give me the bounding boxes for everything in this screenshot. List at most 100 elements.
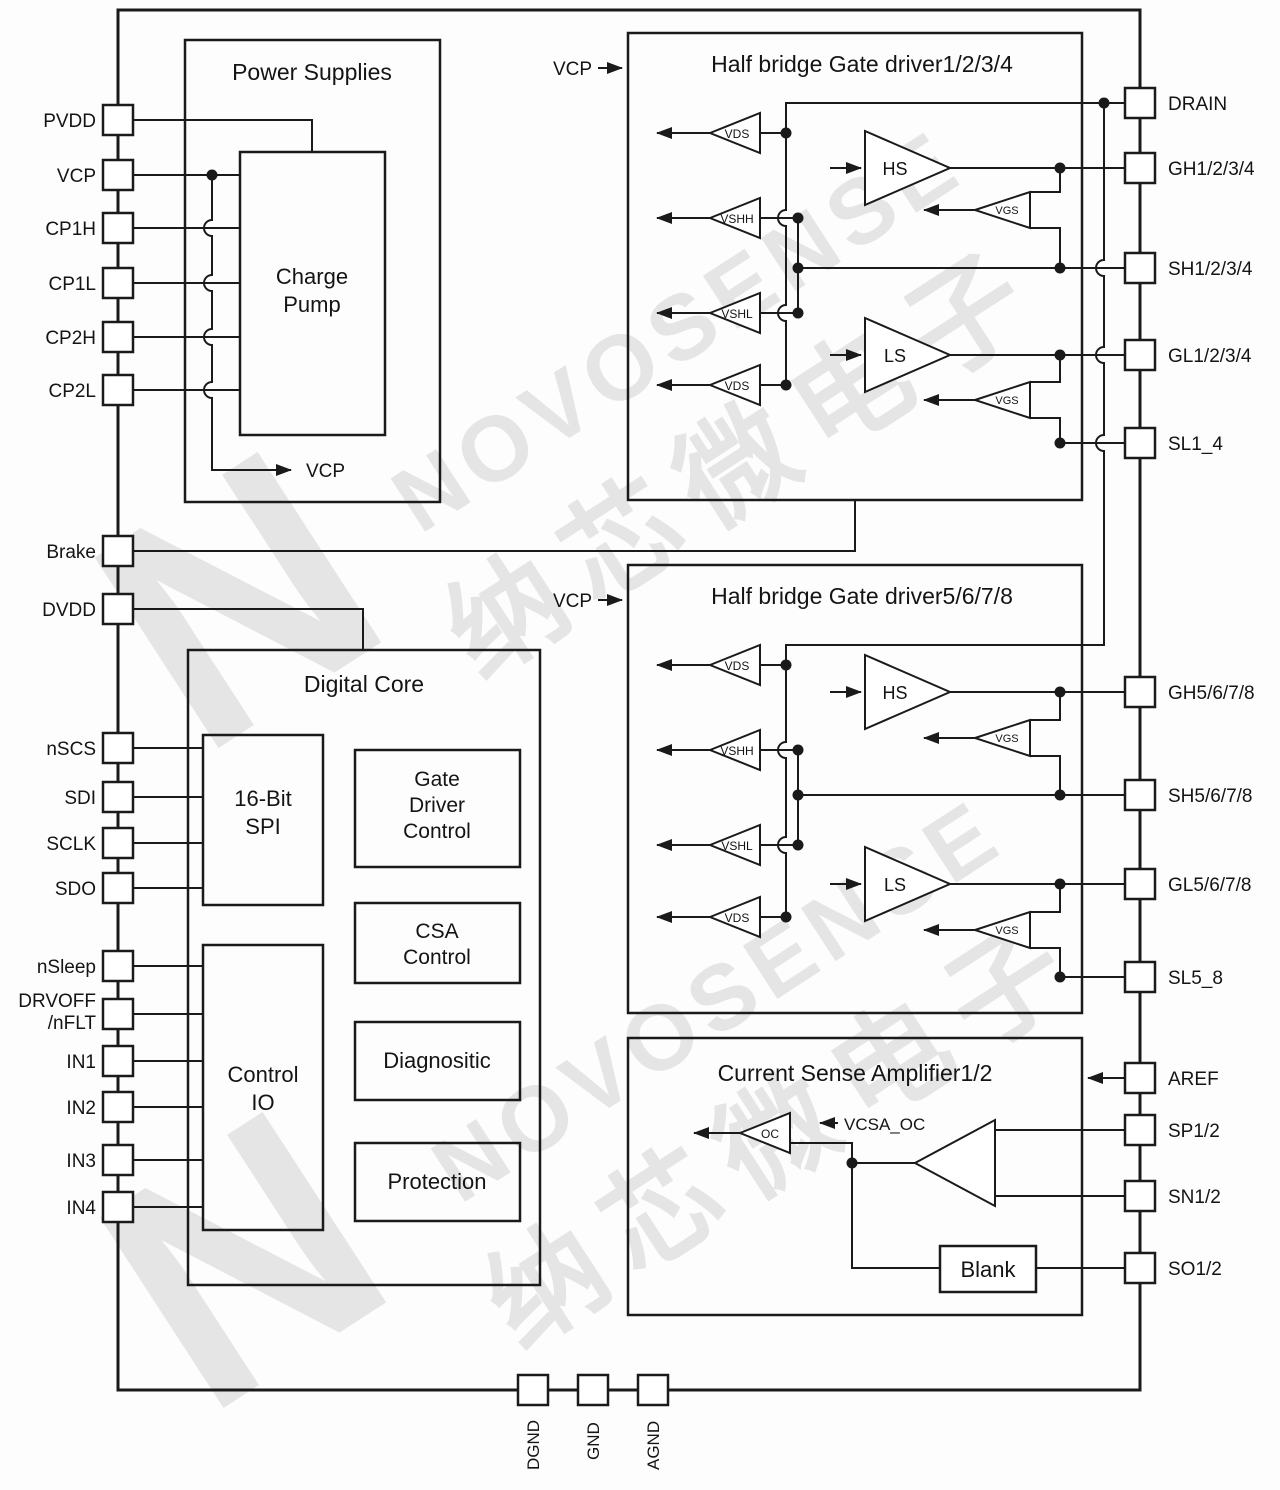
wire-drain-bus2	[777, 103, 1105, 917]
pin-label-sl14: SL1_4	[1168, 434, 1223, 455]
pin-cp2h	[101, 320, 135, 354]
pin-label-sh5678: SH5/6/7/8	[1168, 786, 1253, 807]
vshh-label: VSHH	[720, 212, 753, 226]
pin-label-gnd: GND	[584, 1422, 603, 1460]
pin-label-sclk: SCLK	[46, 834, 96, 855]
csa-control-label: CSA	[415, 920, 458, 943]
pin-label-in2: IN2	[66, 1098, 96, 1119]
power-supplies-block	[183, 38, 442, 504]
ls-label: LS	[884, 875, 906, 895]
vshh-label: VSHH	[720, 744, 753, 758]
pin-label-sdi: SDI	[64, 788, 96, 809]
vgs-label: VGS	[995, 395, 1018, 407]
pin-label-sdo: SDO	[55, 879, 96, 900]
protection-label: Protection	[387, 1169, 486, 1194]
vgs-label: VGS	[995, 733, 1018, 745]
pin-label-nflt: /nFLT	[48, 1013, 97, 1034]
gate-driver-control-block	[353, 748, 522, 869]
csa-control-label: Control	[403, 946, 471, 969]
current-sense-amplifier-block	[626, 1036, 1084, 1317]
pin-label-sn12: SN1/2	[1168, 1187, 1221, 1208]
junction-dot	[206, 169, 218, 181]
wire-vgs1-sh-d2	[1030, 755, 1061, 795]
gate-driver-5678-title: Half bridge Gate driver5/6/7/8	[711, 583, 1013, 609]
pin-label-drain: DRAIN	[1168, 94, 1227, 115]
wire-drain-bus1	[777, 102, 1125, 385]
charge-pump-block	[238, 150, 387, 437]
pin-label-sp12: SP1/2	[1168, 1121, 1220, 1142]
pin-dvdd	[101, 592, 135, 626]
wire-vgs1-sh	[1030, 227, 1061, 268]
blank-label: Blank	[960, 1257, 1016, 1282]
vds-label: VDS	[725, 379, 750, 393]
charge-pump-label: Charge	[276, 264, 348, 289]
vshl-comparator-icon	[707, 823, 761, 867]
pin-gh5678	[1123, 675, 1157, 709]
junction-dot	[792, 789, 804, 801]
vgs-label: VGS	[995, 925, 1018, 937]
pin-label-aref: AREF	[1168, 1069, 1219, 1090]
pin-label-gh5678: GH5/6/7/8	[1168, 683, 1255, 704]
junction-dot	[780, 127, 792, 139]
pin-label-nscs: nSCS	[46, 739, 96, 760]
junction-dot	[780, 659, 792, 671]
wire-vgs2-sl	[1030, 417, 1061, 443]
control-io-label: Control	[228, 1062, 299, 1087]
wire-vgs1-gh-d2	[1030, 692, 1061, 721]
junction-dot	[1054, 971, 1066, 983]
vds-label: VDS	[725, 659, 750, 673]
junction-dot	[792, 839, 804, 851]
junction-dot	[846, 1157, 858, 1169]
pin-cp2l	[101, 373, 135, 407]
oc-comparator-icon	[737, 1111, 791, 1155]
pin-sl58	[1123, 960, 1157, 994]
vds-comparator-bottom-icon	[707, 895, 761, 939]
watermark-group-top: N NOVOSENSE 纳芯微电子	[37, 110, 1068, 819]
pin-nsleep	[101, 949, 135, 983]
gate-driver-control-label: Driver	[409, 794, 465, 817]
pin-label-dgnd: DGND	[524, 1420, 543, 1470]
gate-driver-control-label: Gate	[414, 768, 460, 791]
pin-aref	[1123, 1061, 1157, 1095]
pin-label-sh1234: SH1/2/3/4	[1168, 259, 1253, 280]
pin-sh1234	[1123, 251, 1157, 285]
control-io-label: IO	[251, 1090, 274, 1115]
pin-dgnd	[516, 1373, 550, 1407]
vshl-comparator-icon	[707, 291, 761, 335]
vgs-label: VGS	[995, 205, 1018, 217]
current-sense-amplifier-title: Current Sense Amplifier1/2	[718, 1060, 993, 1086]
pin-label-nsleep: nSleep	[37, 957, 96, 978]
wire-vgs2-sl-d2	[1030, 947, 1061, 977]
pin-label-drvoff: DRVOFF	[18, 991, 96, 1012]
vshh-comparator-icon	[707, 728, 761, 772]
pin-label-agnd: AGND	[644, 1421, 663, 1470]
pin-cp1l	[101, 266, 135, 300]
junction-dot	[1054, 349, 1066, 361]
pin-label-in4: IN4	[66, 1198, 96, 1219]
digital-core-block	[186, 648, 542, 1287]
vcp-output-label: VCP	[306, 461, 345, 482]
pin-gl5678	[1123, 867, 1157, 901]
sense-amplifier-icon	[912, 1118, 996, 1208]
hs-label: HS	[882, 683, 907, 703]
junction-dot	[1054, 437, 1066, 449]
spi-label: SPI	[245, 814, 280, 839]
vds-comparator-top-icon	[707, 111, 761, 155]
pin-so12	[1123, 1251, 1157, 1285]
vds-label: VDS	[725, 911, 750, 925]
ls-driver-amp-icon	[864, 845, 953, 923]
vds-comparator-top-icon	[707, 643, 761, 687]
vds-comparator-bottom-icon	[707, 363, 761, 407]
watermark-logo-n: N	[37, 379, 438, 818]
pin-label-brake: Brake	[46, 542, 96, 563]
spi-label: 16-Bit	[234, 786, 291, 811]
pin-label-cp2l: CP2L	[48, 381, 96, 402]
power-supplies-title: Power Supplies	[232, 59, 392, 85]
wire-brake	[133, 500, 856, 552]
pin-sp12	[1123, 1113, 1157, 1147]
pin-label-in1: IN1	[66, 1052, 96, 1073]
wire-vgs2-gl	[1030, 355, 1061, 383]
junction-dot	[780, 911, 792, 923]
junction-dot	[1054, 262, 1066, 274]
pin-in3	[101, 1143, 135, 1177]
